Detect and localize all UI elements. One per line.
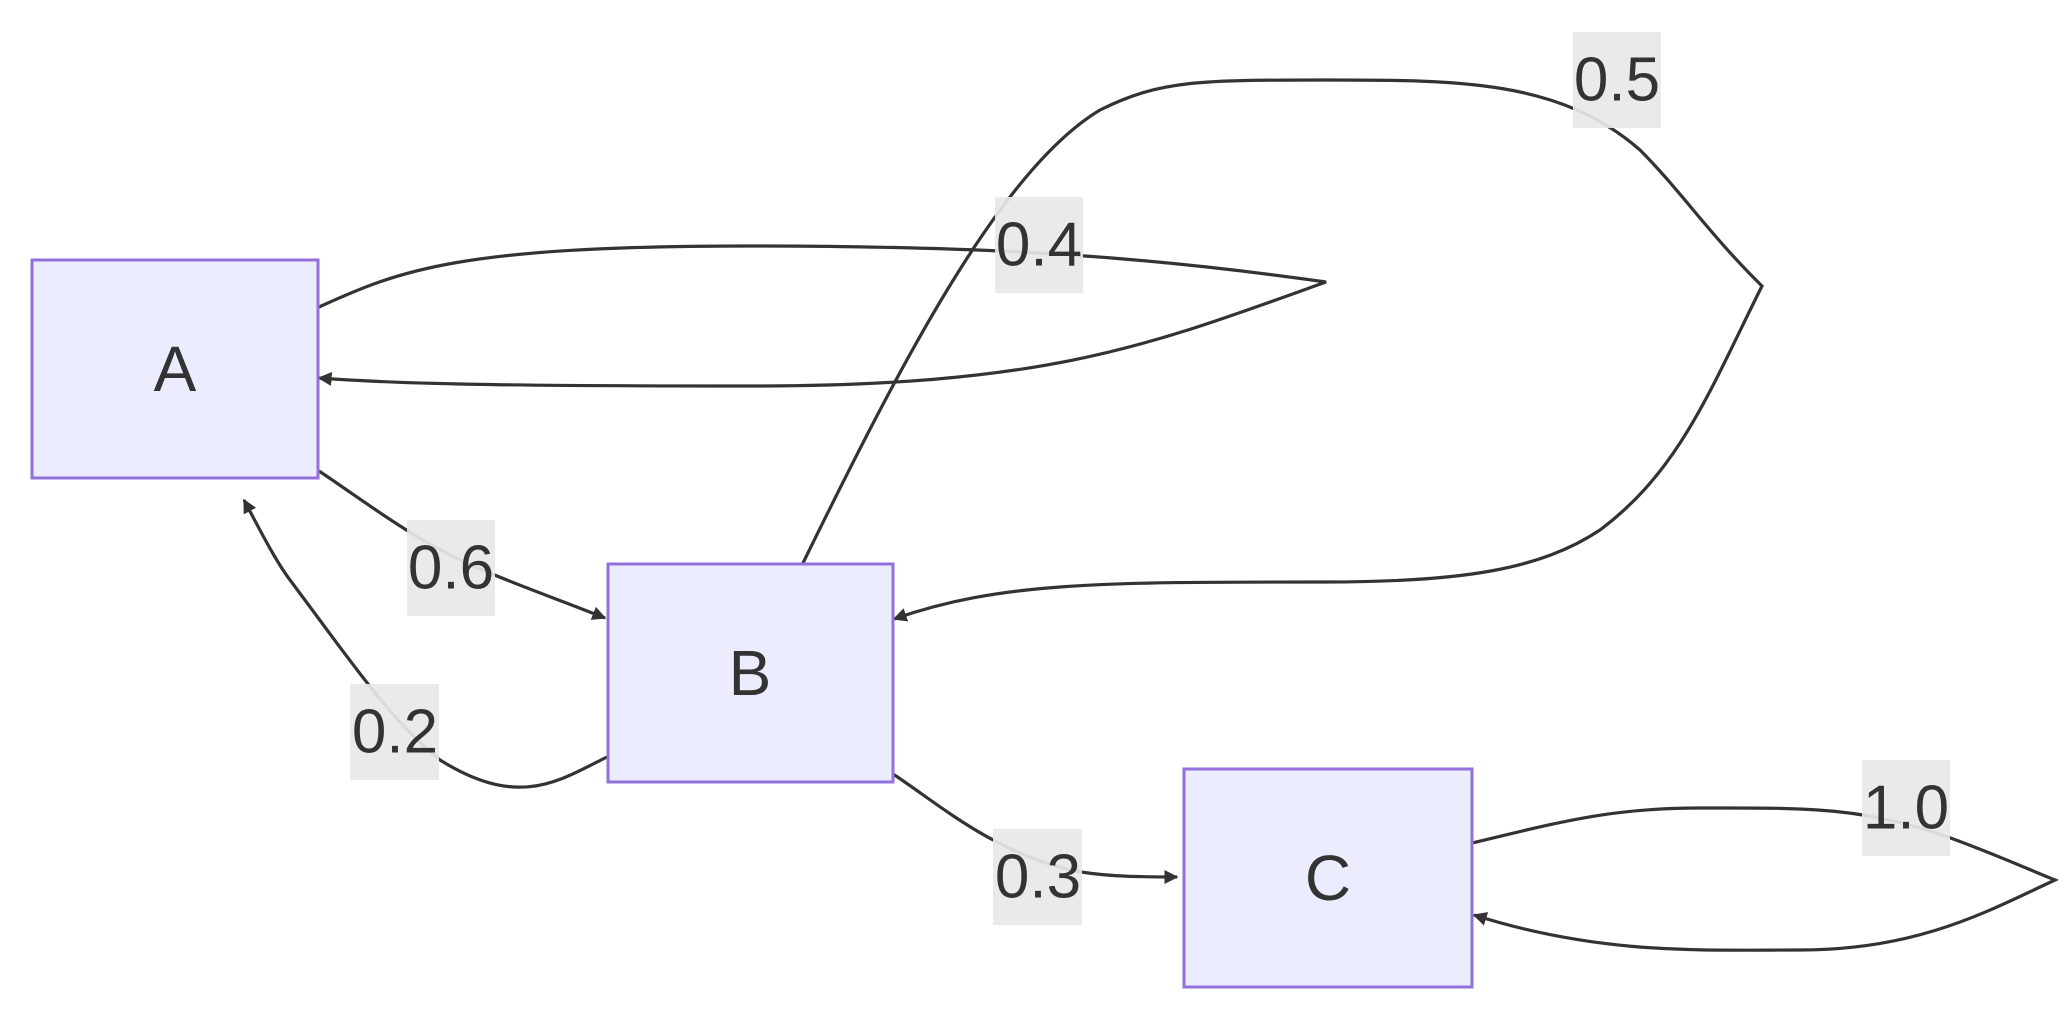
edge-c-to-c (1471, 806, 2060, 952)
node-b-label: B (729, 637, 772, 709)
node-c-label: C (1305, 842, 1351, 914)
edge-label-b-to-b: 0.5 (1573, 32, 1661, 128)
edge-b-to-b (801, 78, 1764, 622)
edge-label-a-to-b: 0.6 (407, 520, 495, 616)
node-b: B (606, 562, 895, 784)
edge-label-b-to-a-text: 0.2 (352, 698, 438, 767)
edge-label-b-to-c: 0.3 (993, 829, 1082, 925)
edge-a-to-a (317, 244, 1327, 388)
edge-label-c-to-c-text: 1.0 (1863, 774, 1949, 843)
edge-label-a-to-a: 0.4 (995, 197, 1083, 293)
node-a-label: A (154, 333, 197, 405)
node-a: A (30, 258, 320, 480)
edge-label-b-to-c-text: 0.3 (995, 843, 1081, 912)
edge-label-a-to-a-text: 0.4 (996, 211, 1082, 280)
edge-label-c-to-c: 1.0 (1862, 760, 1950, 856)
node-c: C (1182, 767, 1474, 989)
edge-label-a-to-b-text: 0.6 (408, 534, 494, 603)
edge-label-b-to-a: 0.2 (350, 684, 439, 780)
edge-label-b-to-b-text: 0.5 (1574, 46, 1660, 115)
